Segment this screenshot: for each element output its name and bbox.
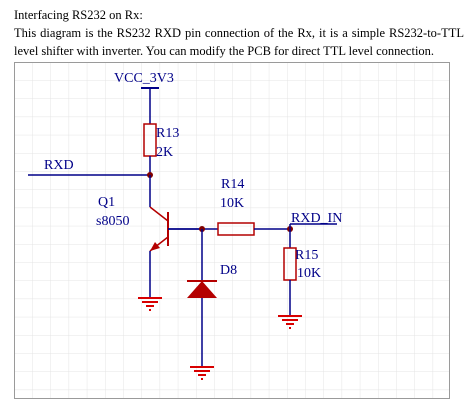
ground-symbol-r15 — [278, 315, 302, 329]
grid-background — [14, 62, 450, 399]
q1-ref-label: Q1 — [98, 195, 115, 210]
section-heading: Interfacing RS232 on Rx: — [14, 8, 143, 22]
r14-value-label: 10K — [220, 196, 244, 211]
ground-symbol-d8 — [190, 366, 214, 380]
r13-value-label: 2K — [156, 145, 173, 160]
diagram-frame — [14, 62, 450, 399]
power-symbol — [141, 87, 159, 124]
diode-triangle — [187, 281, 217, 298]
ground-symbol-q1 — [138, 297, 162, 311]
q1-value-label: s8050 — [96, 214, 129, 229]
r14-ref-label: R14 — [221, 177, 244, 192]
transistor-emitter-arrow — [150, 242, 160, 251]
r13-ref-label: R13 — [156, 126, 179, 141]
schematic-diagram: VCC_3V3 R13 2K RXD Q1 s8050 R14 10K RXD_… — [14, 62, 450, 399]
r15-value-label: 10K — [297, 266, 321, 281]
rxd-net-label: RXD — [44, 158, 74, 173]
description-paragraph: This diagram is the RS232 RXD pin connec… — [14, 26, 464, 58]
rxd-in-net-label: RXD_IN — [291, 211, 342, 226]
d8-ref-label: D8 — [220, 263, 237, 278]
r15-ref-label: R15 — [295, 248, 318, 263]
text-block: Interfacing RS232 on Rx: This diagram is… — [14, 6, 464, 60]
vcc-label: VCC_3V3 — [114, 71, 174, 86]
transistor-collector-lead — [149, 206, 169, 222]
